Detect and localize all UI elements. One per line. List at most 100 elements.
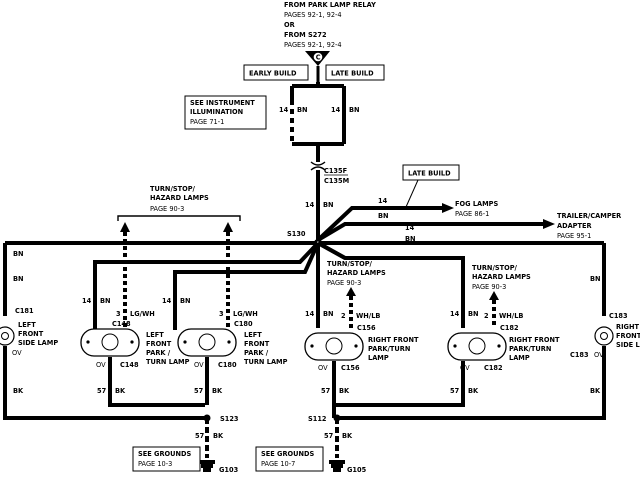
lf1-color: BN	[100, 297, 111, 305]
rf1-color: BN	[323, 310, 334, 318]
grounds-left-box	[132, 446, 201, 472]
lf2-conn-bot: C180	[218, 361, 237, 369]
late-build-pointer	[405, 179, 419, 208]
lf1-pin-right	[130, 340, 134, 344]
g103-ground-icon	[199, 460, 215, 472]
fog-gauge: 14	[378, 197, 388, 205]
rf2-ov: OV	[460, 364, 470, 372]
instrument-box	[184, 95, 267, 130]
instrument-line2: ILLUMINATION	[190, 108, 243, 116]
rf2-conn-bot: C182	[484, 364, 503, 372]
s112-color: BK	[342, 432, 353, 440]
left-feed-lower	[93, 241, 320, 330]
rf1-pin-left	[310, 344, 314, 348]
instrument-line3: PAGE 71-1	[190, 118, 224, 126]
trailer-gauge: 14	[405, 224, 415, 232]
right-side-line1: RIGHT	[616, 323, 639, 331]
right-side-lamp-filament-icon	[600, 332, 608, 340]
lf1-line4: TURN LAMP	[146, 358, 190, 366]
lf1-gauge: 14	[82, 297, 92, 305]
lf1-ground-wire	[108, 357, 205, 407]
right-side-lamp-icon	[594, 326, 614, 346]
rf2-line1: RIGHT FRONT	[509, 336, 560, 344]
tsh-left-bracket	[117, 215, 241, 221]
left-side-ground-wire	[3, 346, 205, 420]
lf1-conn-bot: C148	[120, 361, 139, 369]
source-stem	[316, 66, 320, 82]
late-color: BN	[349, 106, 360, 114]
trailer-page: PAGE 95-1	[557, 232, 591, 240]
late-build-tag-label: LATE BUILD	[408, 170, 451, 178]
s112-gauge: 57	[324, 432, 334, 440]
s123-color: BK	[213, 432, 224, 440]
lf1-conn-top: C148	[112, 320, 131, 328]
rf2-ground-wire	[334, 361, 465, 407]
lf2-ov: OV	[194, 361, 204, 369]
rf1-gauge: 14	[305, 310, 315, 318]
late-build-label: LATE BUILD	[331, 70, 374, 78]
lf1-arrow-icon	[120, 222, 130, 232]
rf2-pin-left	[453, 344, 457, 348]
rf2-lamp-housing	[447, 332, 507, 361]
s123-label: S123	[220, 415, 239, 423]
source-line2: PAGES 92-1, 92-4	[284, 11, 342, 19]
lf2-signal-gauge: 3	[219, 310, 224, 318]
lf1-ground-gauge: 57	[97, 387, 107, 395]
left-side-line2: FRONT	[18, 330, 44, 338]
grounds-left-line1: SEE GROUNDS	[138, 450, 191, 458]
lf1-signal-gauge: 3	[116, 310, 121, 318]
left-side-conn1: C181	[15, 307, 34, 315]
s112-label: S112	[308, 415, 327, 423]
left-side-ov: OV	[12, 349, 22, 357]
rf2-gauge: 14	[450, 310, 460, 318]
rf1-line3: LAMP	[368, 354, 389, 362]
s123-gauge: 57	[195, 432, 205, 440]
build-fork	[292, 82, 344, 88]
grounds-right-line1: SEE GROUNDS	[261, 450, 314, 458]
trailer-arrow-icon	[543, 219, 555, 229]
lf2-line2: FRONT	[244, 340, 270, 348]
grounds-right-line2: PAGE 10-7	[261, 460, 295, 468]
late-build-tag-box	[402, 164, 460, 181]
c135m-label: C135M	[324, 177, 349, 185]
right-side-line3: SIDE L	[616, 341, 640, 349]
lf1-ov: OV	[96, 361, 106, 369]
rf2-conn-top: C182	[500, 324, 519, 332]
right-side-line2: FRONT	[616, 332, 640, 340]
rf1-arrow-icon	[346, 287, 356, 296]
trailer-line2: ADAPTER	[557, 222, 592, 230]
right-side-conn2: C183	[570, 351, 589, 359]
grounds-right-box	[255, 446, 324, 472]
g103-label: G103	[219, 466, 239, 474]
lf2-line3: PARK /	[244, 349, 269, 357]
trunk-gauge: 14	[305, 201, 315, 209]
lf2-conn-top: C180	[234, 320, 253, 328]
source-line5: PAGES 92-1, 92-4	[284, 41, 342, 49]
left-side-line3: SIDE LAMP	[18, 339, 58, 347]
lf2-line1: LEFT	[244, 331, 262, 339]
trunk-color: BN	[323, 201, 334, 209]
rf1-signal-gauge: 2	[341, 312, 346, 320]
lf1-line1: LEFT	[146, 331, 164, 339]
lf2-pin-left	[183, 340, 187, 344]
instrument-line1: SEE INSTRUMENT	[190, 99, 255, 107]
right-side-conn1: C183	[609, 312, 628, 320]
left-side-color-bot: BK	[13, 387, 24, 395]
rf1-ov: OV	[318, 364, 328, 372]
lf2-ground-color: BK	[212, 387, 223, 395]
right-side-ground-wire	[340, 346, 606, 420]
rf1-pin-right	[354, 344, 358, 348]
rf2-line3: LAMP	[509, 354, 530, 362]
late-build-box	[325, 64, 385, 81]
tsh-right-line2: HAZARD LAMPS	[472, 273, 531, 281]
lf2-bulb-icon	[198, 333, 216, 351]
right-side-ov: OV	[594, 351, 604, 359]
tsh-left-page: PAGE 90-3	[150, 205, 184, 213]
source-line3: OR	[284, 21, 295, 29]
left-side-lamp-icon	[0, 326, 15, 346]
left-side-color-top: BN	[13, 275, 24, 283]
lf2-color: BN	[180, 297, 191, 305]
c135f-label: C135F	[324, 167, 347, 175]
lf1-pin-left	[86, 340, 90, 344]
